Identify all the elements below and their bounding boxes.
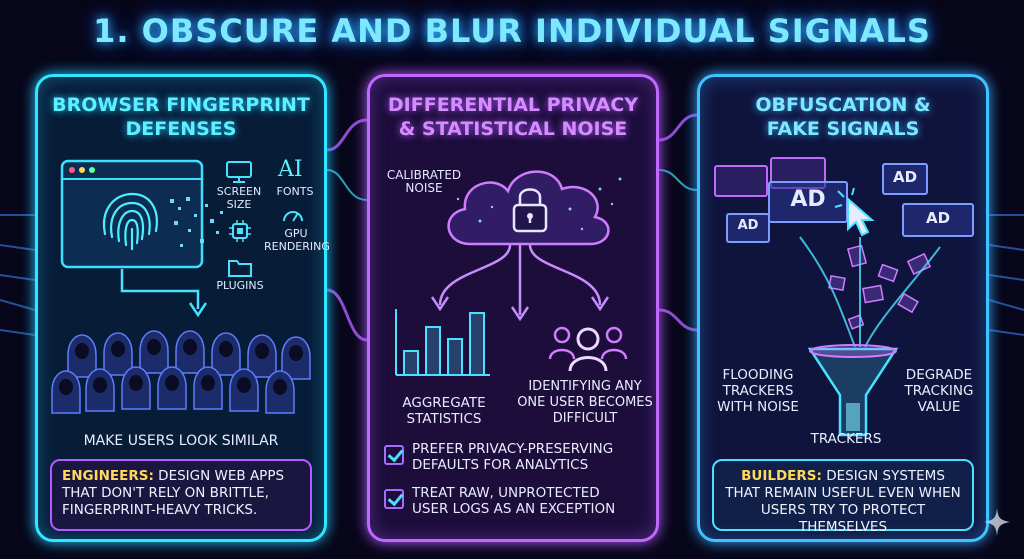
label-line: USER LOGS AS AN EXCEPTION (412, 501, 616, 517)
engineers-note-text: DESIGN WEB APPS THAT DON'T RELY ON BRITT… (62, 468, 285, 518)
tracker-funnel-icon (807, 344, 899, 437)
gpu-gauge-icon (283, 211, 303, 222)
sparkle-icon (984, 508, 1010, 536)
check-item-raw-logs: TREAT RAW, UNPROTECTED USER LOGS AS AN E… (412, 485, 652, 517)
users-group-icon (548, 326, 628, 372)
gpu-rendering-label: GPU RENDERING (264, 227, 330, 253)
plugins-label: PLUGINS (216, 279, 264, 292)
builders-note: BUILDERS: DESIGN SYSTEMS THAT REMAIN USE… (712, 459, 974, 535)
ad-banner: AD (902, 203, 974, 237)
panel-browser-fingerprint-defenses: BROWSER FINGERPRINT DEFENSES SCREEN SIZE… (35, 74, 330, 542)
engineers-note: ENGINEERS: DESIGN WEB APPS THAT DON'T RE… (50, 459, 312, 531)
label-line: AGGREGATE (402, 395, 486, 411)
hooded-crowd-icon (51, 330, 311, 414)
label-line: VALUE (917, 399, 961, 415)
panel-title-line: DEFENSES (125, 118, 237, 140)
label-line: CALIBRATED (386, 168, 462, 182)
chip-icon (229, 220, 251, 242)
cursor-icon (834, 187, 875, 237)
label-line: DEFAULTS FOR ANALYTICS (412, 457, 589, 473)
label-line: GPU (284, 227, 308, 240)
panel-title: DIFFERENTIAL PRIVACY & STATISTICAL NOISE (370, 93, 656, 141)
panel-title: BROWSER FINGERPRINT DEFENSES (38, 93, 324, 141)
trackers-label: TRACKERS (810, 431, 882, 447)
label-line: TRACKERS (722, 383, 794, 399)
degrade-tracking-label: DEGRADE TRACKING VALUE (896, 367, 982, 415)
label-line: WITH NOISE (717, 399, 799, 415)
check-icon (384, 489, 404, 509)
panel-title: OBFUSCATION & FAKE SIGNALS (700, 93, 986, 141)
fake-page-card (714, 165, 768, 197)
panel-title-line: BROWSER FINGERPRINT (52, 94, 310, 116)
folder-icon (228, 260, 252, 277)
label-line: NOISE (405, 181, 443, 195)
panel-title-line: DIFFERENTIAL PRIVACY (387, 94, 639, 116)
label-line: SCREEN (216, 185, 262, 198)
monitor-icon (226, 161, 252, 183)
page-title: 1. OBSCURE AND BLUR INDIVIDUAL SIGNALS (93, 12, 931, 50)
builders-note-text: DESIGN SYSTEMS THAT REMAIN USEFUL EVEN W… (725, 468, 961, 535)
fake-signals-stream (799, 236, 941, 348)
flooding-trackers-label: FLOODING TRACKERS WITH NOISE (708, 367, 808, 415)
make-users-look-similar-caption: MAKE USERS LOOK SIMILAR (83, 433, 279, 449)
ai-font-icon: AI (278, 157, 303, 182)
flow-arrows (430, 244, 610, 322)
fonts-label: FONTS (276, 185, 314, 198)
screen-size-label: SCREEN SIZE (214, 185, 264, 211)
aggregate-bar-chart-icon (395, 309, 490, 376)
arrow-down-icon (120, 269, 208, 318)
label-line: DEGRADE (905, 367, 973, 383)
check-item-privacy-defaults: PREFER PRIVACY-PRESERVING DEFAULTS FOR A… (412, 441, 652, 473)
label-line: STATISTICS (406, 411, 482, 427)
label-line: PREFER PRIVACY-PRESERVING (412, 441, 614, 457)
ad-banner-large: AD (768, 181, 848, 223)
panel-title-line: OBFUSCATION & (755, 94, 931, 116)
panel-differential-privacy: DIFFERENTIAL PRIVACY & STATISTICAL NOISE… (367, 74, 659, 542)
calibrated-noise-label: CALIBRATED NOISE (384, 169, 464, 195)
cloud-lock-icon (447, 170, 622, 246)
panel-title-line: & STATISTICAL NOISE (398, 118, 628, 140)
engineers-highlight: ENGINEERS: (62, 468, 154, 484)
panel-obfuscation-fake-signals: OBFUSCATION & FAKE SIGNALS AD AD AD AD (697, 74, 989, 542)
identifying-user-label: IDENTIFYING ANY ONE USER BECOMES DIFFICU… (510, 379, 660, 427)
browser-fingerprint-icon (60, 159, 223, 269)
aggregate-statistics-label: AGGREGATE STATISTICS (384, 395, 504, 427)
builders-highlight: BUILDERS: (741, 468, 822, 484)
ad-banner: AD (882, 163, 928, 195)
label-line: DIFFICULT (552, 411, 618, 426)
label-line: IDENTIFYING ANY (528, 379, 642, 394)
label-line: RENDERING (264, 240, 330, 253)
panel-title-line: FAKE SIGNALS (766, 118, 920, 140)
check-icon (384, 445, 404, 465)
ad-banner: AD (726, 213, 770, 243)
label-line: FLOODING (722, 367, 794, 383)
label-line: TREAT RAW, UNPROTECTED (412, 485, 600, 501)
label-line: SIZE (226, 198, 252, 211)
label-line: TRACKING (904, 383, 974, 399)
label-line: ONE USER BECOMES (517, 395, 653, 410)
